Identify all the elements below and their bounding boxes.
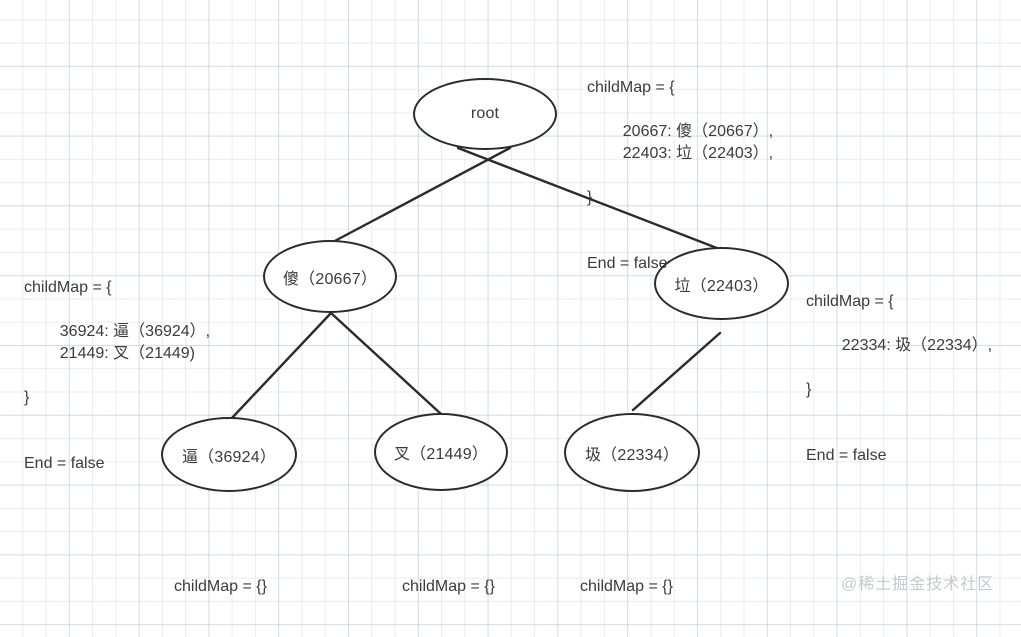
watermark: @稀土掘金技术社区 [841,576,995,593]
annotation-root: childMap = { 20667: 傻（20667）, 22403: 垃（2… [587,33,773,319]
node-bi-label: 逼（36924） [181,448,277,466]
node-la[interactable]: 垃（22403） [654,247,789,320]
annotation-la-line1: childMap = { [806,293,894,310]
annotation-bi-line1: childMap = {} [174,578,267,595]
node-ji[interactable]: 圾（22334） [564,413,700,492]
annotation-sha-line3: 21449: 叉（21449) [59,345,195,362]
annotation-la-line4: End = false [806,447,887,464]
annotation-cha: childMap = {} End = true Data = 傻叉 [402,532,495,637]
annotation-la-line2: 22334: 圾（22334）, [841,337,993,354]
annotation-sha-line2: 36924: 逼（36924）, [59,323,211,340]
annotation-sha: childMap = { 36924: 逼（36924）, 21449: 叉（2… [24,233,210,519]
annotation-root-line5: End = false [587,255,668,272]
edge-la-to-ji [631,331,722,412]
annotation-ji-line1: childMap = {} [580,578,673,595]
edge-sha-to-cha [329,311,443,416]
edge-root-to-sha [329,146,512,245]
node-la-label: 垃（22403） [674,277,769,295]
annotation-sha-line1: childMap = { [24,279,112,296]
annotation-sha-line5: End = false [24,455,105,472]
annotation-ji: childMap = {} End = true Data = 垃圾 [580,532,673,637]
annotation-la-line3: } [806,381,812,398]
annotation-root-line3: 22403: 垃（22403）, [622,145,774,162]
node-root[interactable]: root [413,78,557,150]
node-sha-label: 傻（20667） [282,270,378,288]
annotation-root-line1: childMap = { [587,79,675,96]
edge-sha-to-bi [229,311,333,421]
annotation-cha-line1: childMap = {} [402,578,495,595]
annotation-root-line4: } [587,189,593,206]
node-cha-label: 叉（21449） [393,446,489,463]
annotation-root-line2: 20667: 傻（20667）, [622,123,774,140]
node-sha[interactable]: 傻（20667） [263,240,397,313]
node-ji-label: 圾（22334） [584,446,680,464]
node-root-label: root [470,105,500,122]
node-bi[interactable]: 逼（36924） [161,417,297,492]
node-cha[interactable]: 叉（21449） [374,413,508,491]
annotation-la: childMap = { 22334: 圾（22334）, } End = fa… [806,247,992,511]
annotation-sha-line4: } [24,389,30,406]
annotation-bi: childMap = {} End = true Data = 傻逼 [174,532,267,637]
